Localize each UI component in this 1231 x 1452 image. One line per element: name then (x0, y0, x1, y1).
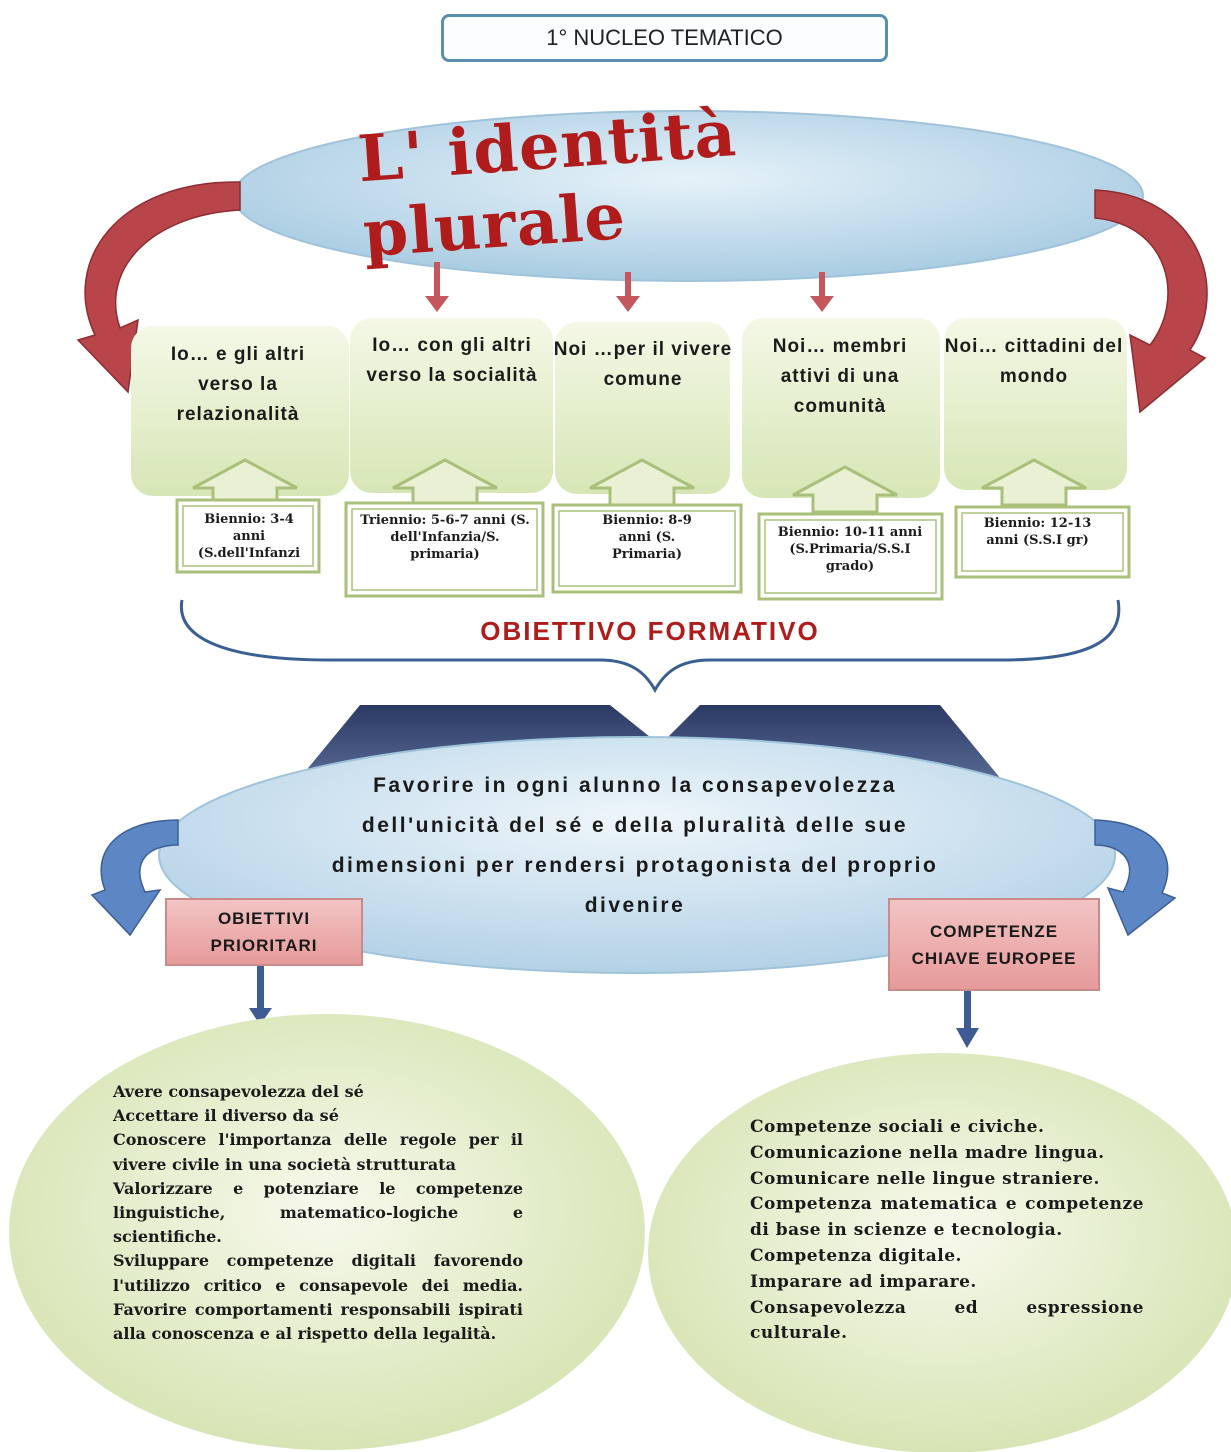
list-item: Conoscere l'importanza delle regole per … (113, 1130, 523, 1174)
right-green-ellipse (648, 1053, 1231, 1452)
down-arrow-2 (616, 272, 640, 312)
list-item: Comunicazione nella madre lingua. (750, 1142, 1105, 1163)
main-title: L' identità plurale (355, 96, 739, 273)
objective-ellipse (158, 736, 1116, 974)
down-arrow-1 (425, 262, 449, 312)
objective-text: Favorire in ogni alunno la consapevolezz… (331, 774, 939, 917)
stage-title-3: Noi …per il vivere comune (553, 339, 733, 390)
list-item: Imparare ad imparare. (750, 1271, 977, 1292)
age-label-3: Biennio: 8-9 anni (S. Primaria) (602, 513, 692, 562)
up-arrow-4 (792, 465, 898, 514)
left-red-curve-arrow (76, 181, 241, 394)
age-label-4: Biennio: 10-11 anni (S.Primaria/S.S.I gr… (777, 525, 923, 574)
priority-objectives-label: OBIETTIVI PRIORITARI (210, 909, 318, 955)
age-box-1 (175, 498, 321, 574)
stage-panel-2 (350, 318, 553, 493)
header-label: 1° NUCLEO TEMATICO (546, 25, 783, 50)
stage-panel-1 (131, 326, 349, 496)
stage-panel-5 (944, 318, 1127, 490)
right-red-curve-arrow (1094, 189, 1208, 414)
list-item: Valorizzare e potenziare le competenze l… (113, 1178, 523, 1247)
stage-title-2: Io… con gli altri verso la socialità (366, 335, 538, 386)
up-arrow-3 (589, 458, 695, 507)
right-blue-curve-arrow (1094, 819, 1177, 937)
stage-title-4: Noi… membri attivi di una comunità (772, 336, 908, 417)
age-label-2: Triennio: 5-6-7 anni (S. dell'Infanzia/S… (360, 513, 530, 562)
key-competences-box: COMPETENZE CHIAVE EUROPEE (888, 898, 1100, 991)
priority-objectives-list: Avere consapevolezza del sé Accettare il… (113, 1080, 523, 1346)
down-arrow-left (249, 965, 272, 1025)
grouping-brace (179, 599, 1121, 694)
list-item: Comunicare nelle lingue straniere. (750, 1168, 1100, 1189)
list-item: Accettare il diverso da sé (113, 1106, 339, 1126)
priority-objectives-box: OBIETTIVI PRIORITARI (165, 898, 363, 966)
list-item: Competenza digitale. (750, 1245, 962, 1266)
age-label-5: Biennio: 12-13 anni (S.S.I gr) (983, 516, 1092, 548)
age-box-3 (551, 503, 743, 594)
list-item: Sviluppare competenze digitali favorendo… (113, 1251, 523, 1344)
down-arrow-right (956, 990, 979, 1048)
list-item: Avere consapevolezza del sé (113, 1082, 364, 1101)
down-arrow-3 (810, 272, 834, 312)
stage-panel-3 (555, 322, 730, 494)
objective-label: OBIETTIVO FORMATIVO (480, 616, 820, 646)
key-competences-label: COMPETENZE CHIAVE EUROPEE (911, 921, 1077, 968)
left-blue-curve-arrow (90, 819, 179, 937)
age-box-4 (757, 512, 944, 601)
age-label-1: Biennio: 3-4 anni (S.dell'Infanzi (197, 512, 301, 561)
left-green-ellipse (9, 1014, 645, 1450)
list-item: Competenza matematica e competenze di ba… (750, 1194, 1144, 1241)
key-competences-list: Competenze sociali e civiche. Comunicazi… (750, 1115, 1144, 1347)
age-box-2 (344, 501, 545, 598)
stage-title-5: Noi… cittadini del mondo (944, 336, 1124, 387)
list-item: Consapevolezza ed espressione culturale. (750, 1297, 1144, 1344)
list-item: Competenze sociali e civiche. (750, 1117, 1045, 1137)
age-box-5 (954, 505, 1131, 579)
up-arrow-5 (981, 458, 1087, 507)
stage-panel-4 (742, 318, 940, 498)
nucleo-tematico-header: 1° NUCLEO TEMATICO (441, 14, 888, 62)
stage-title-1: Io… e gli altri verso la relazionalità (170, 344, 306, 425)
